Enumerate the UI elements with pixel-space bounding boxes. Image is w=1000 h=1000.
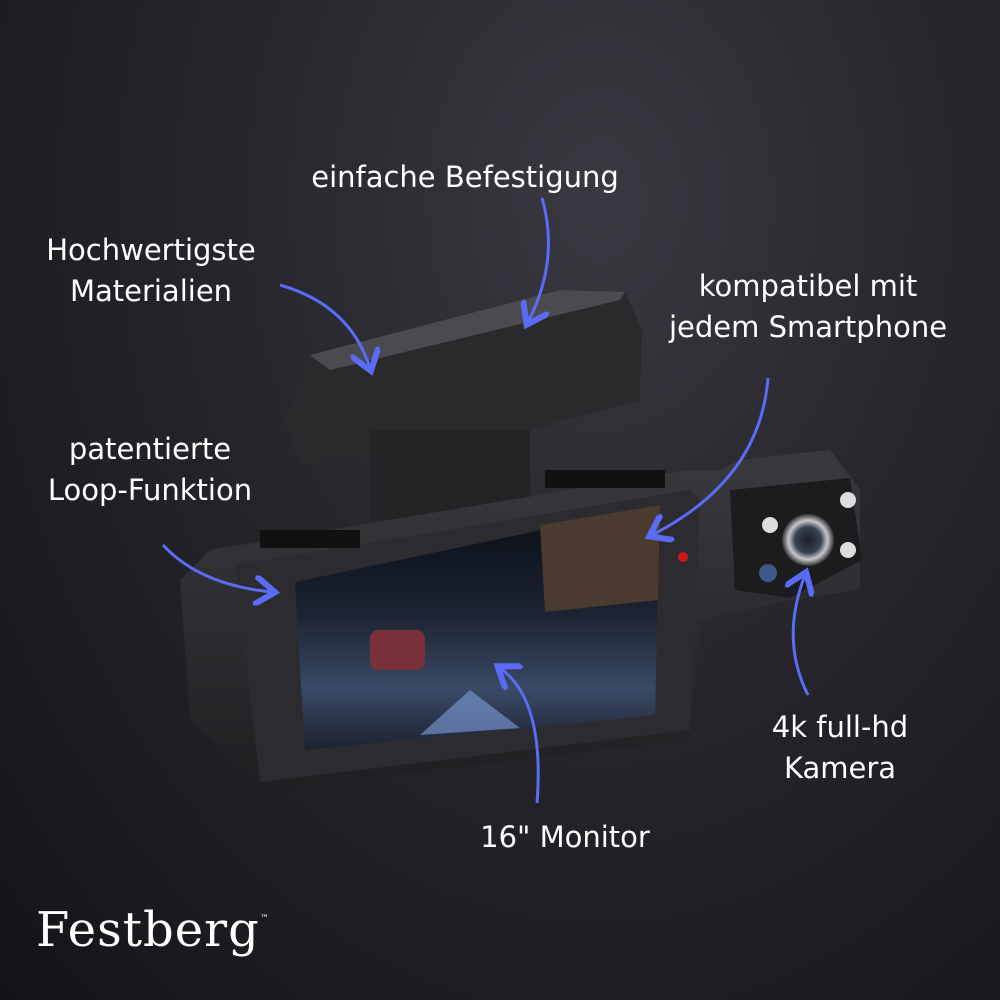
arrow-icon [500,668,540,804]
arrow-icon [279,283,370,368]
arrow-icon [528,197,550,322]
arrow-icon [652,377,770,535]
camera-body [180,450,862,790]
arrow-icon [161,543,272,592]
cabin-view [540,505,660,612]
brand-logo: Festberg™ [36,902,270,958]
arrow-icon [793,575,808,696]
label-mount: einfache Befestigung [311,160,619,194]
label-monitor: 16" Monitor [480,820,650,854]
